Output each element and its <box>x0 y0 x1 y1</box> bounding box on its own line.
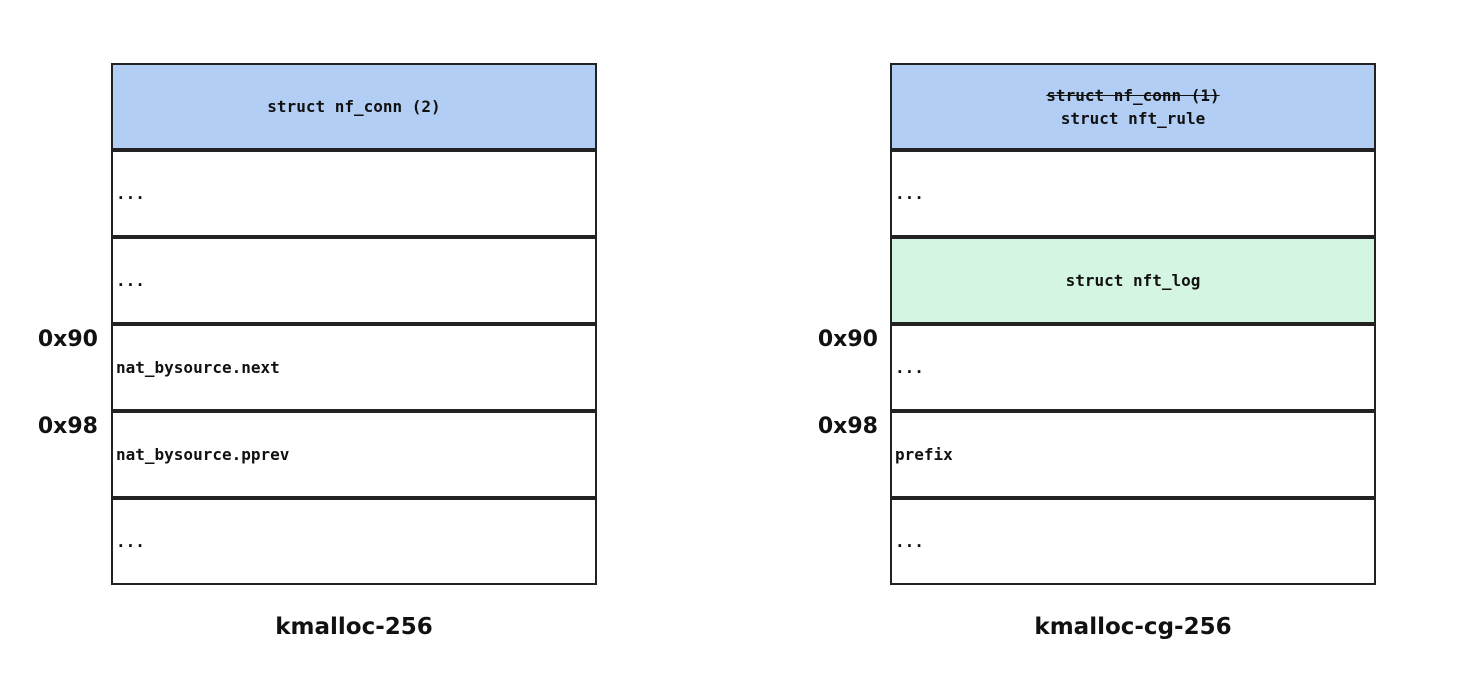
offset-label-0x98: 0x98 <box>37 414 98 439</box>
row-label: ... <box>116 184 145 203</box>
row-label: ... <box>895 358 924 377</box>
header-label: struct nft_rule <box>1060 108 1206 128</box>
header-label: struct nf_conn (2) <box>267 97 441 116</box>
row-label: ... <box>116 532 145 551</box>
offset-label-0x90: 0x90 <box>37 327 98 352</box>
struct-nft-log-block: struct nft_log <box>890 237 1376 324</box>
row-label: ... <box>895 184 924 203</box>
memory-row: ... <box>111 150 597 237</box>
row-label: ... <box>116 271 145 290</box>
offset-label-0x90: 0x90 <box>817 327 878 352</box>
struct-header-nft-rule: struct nf_conn (1) struct nft_rule <box>890 63 1376 150</box>
memory-row: ... <box>111 237 597 324</box>
memory-row: ... <box>890 150 1376 237</box>
memory-row: ... <box>111 498 597 585</box>
row-label: ... <box>895 532 924 551</box>
row-label: nat_bysource.pprev <box>116 445 290 464</box>
struct-header-nf-conn-2: struct nf_conn (2) <box>111 63 597 150</box>
memory-row: ... <box>890 498 1376 585</box>
memory-row-prefix: prefix <box>890 411 1376 498</box>
cache-caption: kmalloc-256 <box>275 614 433 640</box>
struck-header-label: struct nf_conn (1) <box>1046 85 1220 105</box>
row-label: prefix <box>895 445 953 464</box>
cache-caption: kmalloc-cg-256 <box>1034 614 1232 640</box>
row-label: struct nft_log <box>1065 271 1201 290</box>
memory-row-nat-bysource-pprev: nat_bysource.pprev <box>111 411 597 498</box>
memory-row-nat-bysource-next: nat_bysource.next <box>111 324 597 411</box>
offset-label-0x98: 0x98 <box>817 414 878 439</box>
memory-row: ... <box>890 324 1376 411</box>
row-label: nat_bysource.next <box>116 358 280 377</box>
